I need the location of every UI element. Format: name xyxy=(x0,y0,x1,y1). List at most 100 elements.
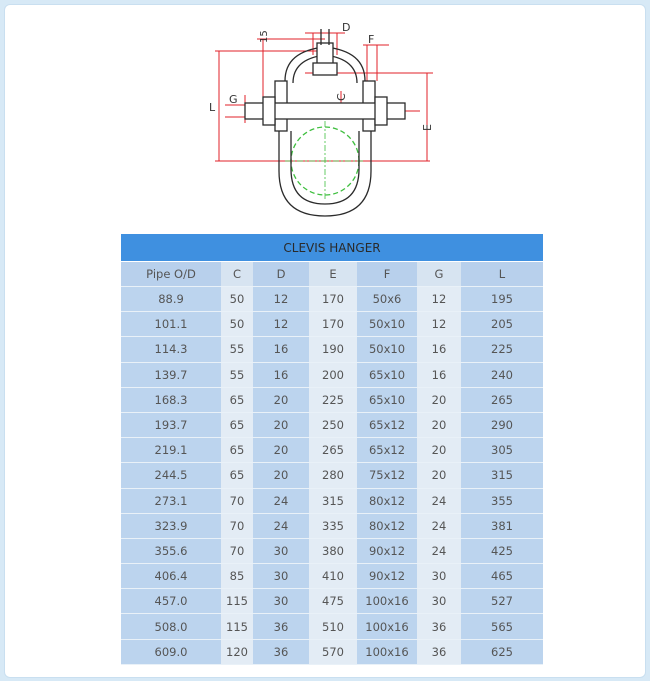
cell-e: 250 xyxy=(309,412,357,439)
cell-f: 80x12 xyxy=(357,513,417,539)
cell-l: 195 xyxy=(461,286,544,313)
cell-pipe-od: 355.6 xyxy=(121,538,221,565)
cell-l: 225 xyxy=(461,336,544,363)
cell-f: 65x12 xyxy=(357,412,417,439)
cell-pipe-od: 406.4 xyxy=(121,563,221,590)
cell-pipe-od: 114.3 xyxy=(121,336,221,363)
cell-g: 16 xyxy=(417,336,461,363)
cell-e: 190 xyxy=(309,336,357,363)
cell-g: 20 xyxy=(417,437,461,464)
cell-e: 315 xyxy=(309,488,357,514)
cell-l: 527 xyxy=(461,588,544,615)
cell-e: 380 xyxy=(309,538,357,565)
cell-g: 20 xyxy=(417,387,461,413)
cell-pipe-od: 244.5 xyxy=(121,462,221,489)
cell-f: 50x6 xyxy=(357,286,417,313)
cell-l: 290 xyxy=(461,412,544,439)
cell-c: 65 xyxy=(221,462,253,489)
cell-c: 85 xyxy=(221,563,253,590)
dimension-labels: D F 15 C G L E xyxy=(209,21,434,131)
cell-l: 265 xyxy=(461,387,544,413)
col-header-c: C xyxy=(221,261,253,287)
cell-d: 16 xyxy=(253,336,309,363)
cell-f: 65x10 xyxy=(357,387,417,413)
cell-e: 410 xyxy=(309,563,357,590)
col-header-e: E xyxy=(309,261,357,287)
cell-pipe-od: 273.1 xyxy=(121,488,221,514)
cell-g: 24 xyxy=(417,538,461,565)
cell-e: 280 xyxy=(309,462,357,489)
cell-g: 30 xyxy=(417,563,461,590)
cell-g: 24 xyxy=(417,488,461,514)
cell-d: 12 xyxy=(253,286,309,313)
cell-l: 315 xyxy=(461,462,544,489)
cell-d: 30 xyxy=(253,563,309,590)
cell-c: 50 xyxy=(221,286,253,313)
table-title-row: CLEVIS HANGER xyxy=(121,234,544,262)
cell-pipe-od: 88.9 xyxy=(121,286,221,313)
cell-f: 100x16 xyxy=(357,639,417,665)
col-header-g: G xyxy=(417,261,461,287)
table-title: CLEVIS HANGER xyxy=(121,234,544,262)
cell-e: 475 xyxy=(309,588,357,615)
cell-e: 170 xyxy=(309,311,357,338)
cell-g: 24 xyxy=(417,513,461,539)
label-f: F xyxy=(368,33,374,46)
col-header-pipe-od: Pipe O/D xyxy=(121,261,221,287)
cell-pipe-od: 139.7 xyxy=(121,362,221,388)
col-header-l: L xyxy=(461,261,544,287)
cell-d: 36 xyxy=(253,639,309,665)
cell-e: 225 xyxy=(309,387,357,413)
cell-e: 200 xyxy=(309,362,357,388)
cell-g: 16 xyxy=(417,362,461,388)
cell-f: 90x12 xyxy=(357,563,417,590)
cell-f: 100x16 xyxy=(357,613,417,640)
cell-g: 20 xyxy=(417,412,461,439)
cell-d: 20 xyxy=(253,412,309,439)
cell-f: 50x10 xyxy=(357,336,417,363)
cell-f: 50x10 xyxy=(357,311,417,338)
cell-f: 65x10 xyxy=(357,362,417,388)
cell-c: 65 xyxy=(221,437,253,464)
table-header-row: Pipe O/D C D E F G L xyxy=(121,261,544,287)
cell-d: 24 xyxy=(253,488,309,514)
cell-d: 20 xyxy=(253,437,309,464)
cell-e: 335 xyxy=(309,513,357,539)
cell-e: 170 xyxy=(309,286,357,313)
cell-pipe-od: 193.7 xyxy=(121,412,221,439)
label-l: L xyxy=(209,101,216,114)
label-g: G xyxy=(229,93,238,106)
cell-f: 100x16 xyxy=(357,588,417,615)
cell-d: 30 xyxy=(253,538,309,565)
cell-c: 115 xyxy=(221,588,253,615)
clevis-body xyxy=(244,29,406,217)
cell-l: 355 xyxy=(461,488,544,514)
cell-pipe-od: 609.0 xyxy=(121,639,221,665)
cell-c: 65 xyxy=(221,387,253,413)
cell-g: 20 xyxy=(417,462,461,489)
cell-l: 240 xyxy=(461,362,544,388)
cell-f: 65x12 xyxy=(357,437,417,464)
clevis-hanger-drawing: D F 15 C G L E xyxy=(209,21,434,217)
col-header-f: F xyxy=(357,261,417,287)
cell-f: 90x12 xyxy=(357,538,417,565)
pipe-outline xyxy=(285,121,365,201)
cell-l: 565 xyxy=(461,613,544,640)
cell-l: 425 xyxy=(461,538,544,565)
col-header-d: D xyxy=(253,261,309,287)
cell-e: 265 xyxy=(309,437,357,464)
